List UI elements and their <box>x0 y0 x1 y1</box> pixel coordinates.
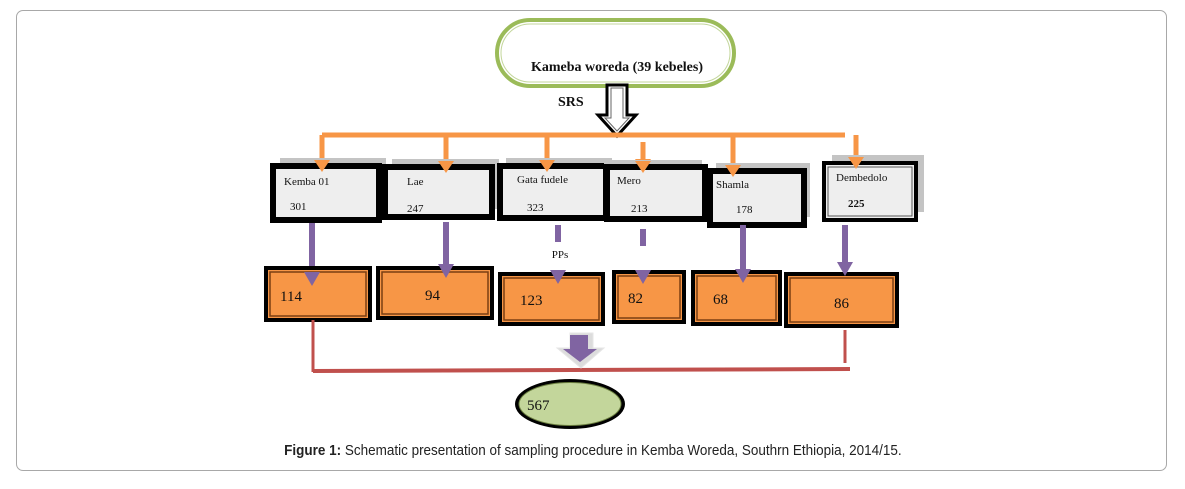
kebele-name: Shamla <box>716 179 749 191</box>
sample-node: 82 <box>612 270 686 324</box>
sample-size: 82 <box>628 291 643 307</box>
kebele-node: Lae 247 <box>382 159 499 220</box>
kebele-node: Dembedolo 225 <box>822 155 924 222</box>
kebele-name: Gata fudele <box>517 174 568 186</box>
kebele-population: 213 <box>631 203 648 215</box>
kebele-name: Mero <box>617 175 641 187</box>
sample-node: 114 <box>264 266 372 322</box>
kebele-population: 323 <box>527 202 544 214</box>
srs-arrow-icon <box>594 83 640 139</box>
total-node-label: 567 <box>527 398 550 414</box>
kebele-population: 247 <box>407 203 424 215</box>
branch-arrow-tip <box>438 161 454 173</box>
figure-caption: Figure 1: Schematic presentation of samp… <box>42 443 1144 459</box>
root-node-label: Kameba woreda (39 kebeles) <box>531 60 703 75</box>
root-node: Kameba woreda (39 kebeles) <box>495 18 736 88</box>
branch-arrow-tip <box>314 160 330 172</box>
allocation-arrow-tip <box>550 270 566 284</box>
allocation-arrow-tip <box>635 270 651 284</box>
branch-arrow-tip <box>635 161 651 173</box>
allocation-label: PPs <box>552 249 569 261</box>
sample-size: 68 <box>713 292 728 308</box>
allocation-arrow-tip <box>438 264 454 278</box>
kebele-population: 225 <box>848 198 865 210</box>
method-label: SRS <box>558 95 584 110</box>
merge-arrow-icon <box>555 332 606 369</box>
kebele-name: Lae <box>407 176 424 188</box>
total-node: 567 <box>515 379 625 429</box>
sample-node: 86 <box>784 262 899 328</box>
sample-node: 94 <box>376 264 494 320</box>
sample-size: 86 <box>834 296 850 312</box>
branch-arrow-tip <box>725 165 741 177</box>
kebele-population: 178 <box>736 204 753 216</box>
kebele-node: Kemba 01 301 <box>270 158 386 223</box>
kebele-node: Shamla 178 <box>707 163 810 228</box>
allocation-arrow-tip <box>735 269 751 283</box>
kebele-name: Dembedolo <box>836 172 888 184</box>
kebele-population: 301 <box>290 201 307 213</box>
sample-size: 114 <box>280 289 302 305</box>
sample-size: 94 <box>425 288 441 304</box>
kebele-node: Gata fudele 323 <box>497 158 612 221</box>
sample-size: 123 <box>520 293 543 309</box>
allocation-arrow-tip <box>304 272 320 286</box>
sample-node: 123 <box>498 270 605 326</box>
branch-arrow-tip <box>539 160 555 172</box>
allocation-arrow-tip <box>837 262 853 276</box>
merge-connector <box>311 320 851 373</box>
branch-arrow-tip <box>848 157 864 169</box>
sample-node: 68 <box>691 269 782 326</box>
caption-text: Schematic presentation of sampling proce… <box>341 443 902 459</box>
kebele-node: Mero 213 <box>604 160 708 222</box>
caption-label: Figure 1: <box>284 443 342 459</box>
kebele-name: Kemba 01 <box>284 176 330 188</box>
